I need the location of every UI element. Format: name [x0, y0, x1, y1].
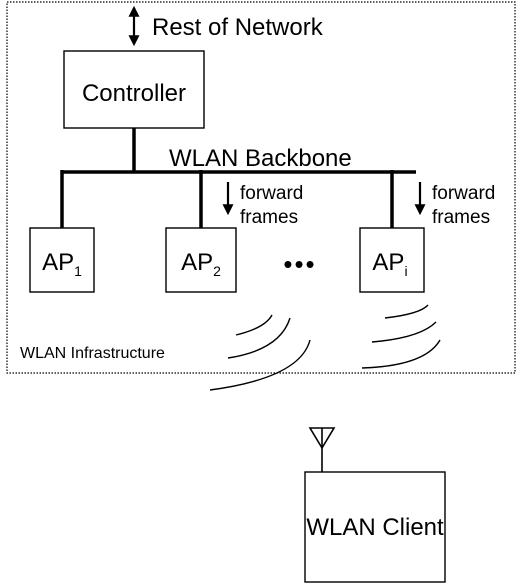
rest-of-network-label: Rest of Network	[152, 14, 324, 41]
infrastructure-boundary	[6, 1, 516, 374]
ap-i-label: APi	[372, 249, 407, 279]
ap-1-box	[29, 227, 95, 293]
client-label: WLAN Client	[306, 514, 444, 541]
controller-box	[63, 50, 205, 129]
radio-waves-ap-2	[209, 314, 311, 391]
forward-frames-label-ap-2: forward frames	[240, 183, 309, 228]
radio-waves-ap-i	[361, 304, 441, 369]
ap-ellipsis: •••	[283, 249, 316, 279]
ap-1-label: AP1	[42, 249, 82, 279]
backbone-label: WLAN Backbone	[169, 145, 352, 172]
ap-2-box	[165, 227, 237, 293]
antenna-icon	[308, 427, 336, 472]
forward-frames-label-ap-i: forward frames	[432, 183, 501, 228]
client-box	[304, 471, 446, 583]
infrastructure-label: WLAN Infrastructure	[20, 345, 165, 362]
ap-i-box	[359, 227, 425, 293]
ap-2-label: AP2	[181, 249, 221, 279]
controller-label: Controller	[82, 80, 186, 107]
